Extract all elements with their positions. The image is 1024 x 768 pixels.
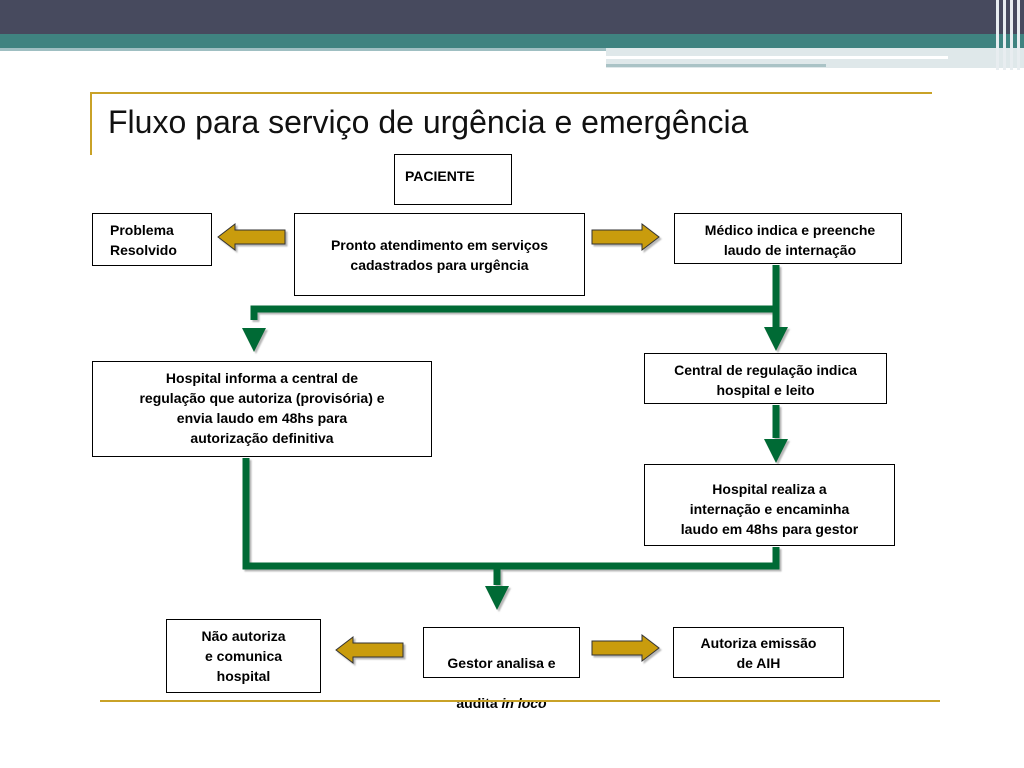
gold-arrow-left — [335, 635, 404, 665]
node-pronto-atendimento: Pronto atendimento em serviços cadastrad… — [294, 213, 585, 296]
gold-arrow-left — [217, 222, 286, 252]
node-central-regulacao: Central de regulação indica hospital e l… — [644, 353, 887, 404]
header-band-dark — [0, 0, 1024, 34]
gestor-line-1: Gestor analisa e — [447, 655, 556, 671]
node-medico-indica: Médico indica e preenche laudo de intern… — [674, 213, 902, 264]
title-accent-bar — [90, 93, 92, 155]
flow-line — [250, 265, 780, 320]
arrow-head-down — [242, 328, 266, 352]
gestor-line-2-prefix: audita — [456, 695, 502, 711]
header-corner-stripes — [990, 0, 1024, 70]
header-stripe — [606, 56, 948, 59]
gold-arrow-right — [591, 633, 660, 663]
header-band-teal — [0, 34, 1024, 48]
node-paciente: PACIENTE — [394, 154, 512, 205]
arrow-head-down — [764, 439, 788, 463]
title-rule — [90, 92, 932, 94]
node-hospital-informa: Hospital informa a central de regulação … — [92, 361, 432, 457]
arrow-head-down — [764, 327, 788, 351]
footer-rule — [100, 700, 940, 702]
header-stripe — [606, 64, 826, 67]
node-nao-autoriza: Não autoriza e comunica hospital — [166, 619, 321, 693]
arrow-head-down — [485, 586, 509, 610]
gold-arrow-right — [591, 222, 660, 252]
node-hospital-realiza: Hospital realiza a internação e encaminh… — [644, 464, 895, 546]
node-autoriza-aih: Autoriza emissão de AIH — [673, 627, 844, 678]
gestor-line-2-italic: in loco — [501, 695, 547, 711]
header-stripe — [0, 48, 606, 51]
flow-line — [242, 458, 780, 570]
node-gestor-analisa: Gestor analisa e audita in loco — [423, 627, 580, 711]
slide-title: Fluxo para serviço de urgência e emergên… — [108, 104, 749, 140]
node-problema-resolvido: Problema Resolvido — [92, 213, 212, 266]
